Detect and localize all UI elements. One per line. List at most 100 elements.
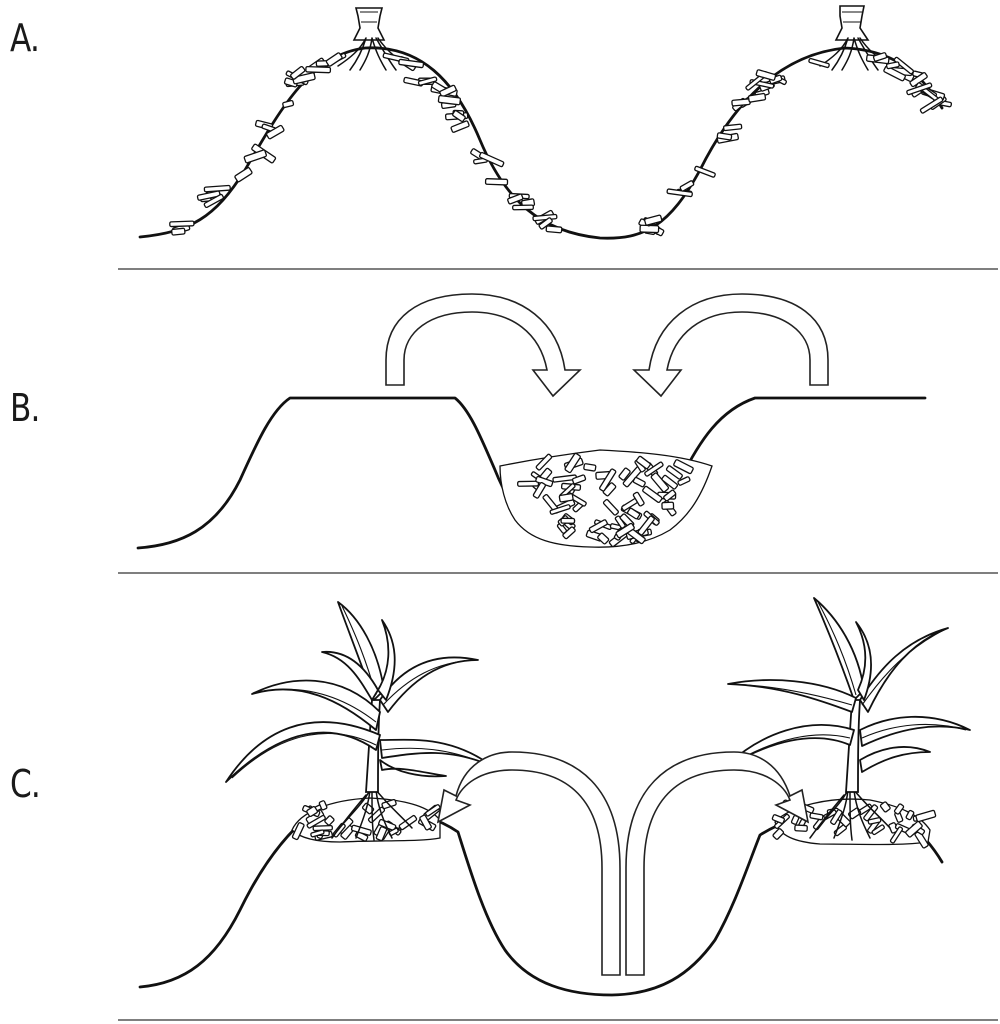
plant-roots-right	[809, 789, 891, 841]
mulch-chip	[772, 828, 785, 840]
mulch-chip	[905, 809, 915, 821]
mulch-chip	[893, 56, 915, 75]
mulch-chip	[437, 94, 462, 106]
mulch-chips-a	[169, 52, 953, 237]
mulch-chip	[243, 149, 267, 164]
arrow-right-out-of-trench	[625, 751, 810, 976]
mulch-chip	[538, 217, 553, 230]
panel-b	[136, 293, 927, 550]
mulch-chip	[716, 132, 733, 141]
plant-right	[721, 597, 971, 793]
mulch-chip	[915, 809, 937, 823]
panel-label-b: B.	[10, 386, 40, 430]
arrow-right-into-trench	[632, 293, 829, 398]
mulch-chip	[650, 472, 670, 493]
mulch-chip	[196, 190, 221, 201]
mulch-chip	[883, 65, 906, 82]
mulch-chip	[419, 814, 432, 831]
mulch-chip	[310, 829, 325, 838]
mulch-chip	[909, 72, 928, 88]
mulch-chip	[677, 476, 691, 486]
panel-label-c: C.	[10, 762, 41, 806]
mulch-chip	[292, 72, 316, 85]
mulch-chip	[602, 498, 619, 516]
mulch-chip	[450, 120, 470, 133]
mulch-chip	[830, 809, 843, 826]
mulch-chip	[661, 501, 675, 510]
mulch-chip	[809, 812, 824, 821]
mulch-chip	[771, 814, 786, 824]
mulch-chip	[171, 227, 186, 236]
mulch-chip	[417, 76, 438, 86]
mulch-chip	[545, 225, 563, 234]
mulch-chip	[863, 804, 879, 822]
mulch-chip	[324, 815, 335, 826]
mulch-chip	[632, 491, 645, 507]
mulch-chip	[905, 820, 923, 838]
plant-roots-left	[331, 789, 413, 841]
mulch-chip	[265, 124, 285, 140]
mulch-chip	[517, 480, 540, 487]
panel-a	[138, 5, 953, 240]
mulch-chip	[484, 178, 509, 186]
mulch-chip	[512, 204, 534, 211]
mulch-chip	[507, 193, 524, 205]
root-crown-left	[337, 7, 409, 71]
mulch-chip	[439, 84, 457, 98]
mulch-chip	[306, 814, 326, 829]
mulch-chip	[663, 489, 677, 502]
mulch-chip	[626, 507, 641, 520]
root-crown-right	[819, 5, 891, 71]
mulch-chip	[867, 817, 882, 825]
mulch-chip	[635, 455, 651, 470]
mulch-chip	[661, 474, 679, 490]
mulch-chip	[558, 493, 574, 503]
mulch-chip	[679, 180, 695, 192]
mulch-chip	[618, 467, 631, 481]
mulch-chip	[588, 519, 608, 534]
mulch-chip	[632, 476, 646, 488]
mulch-chips-b	[517, 452, 694, 548]
mulch-chip	[169, 220, 195, 228]
arrow-left-out-of-trench	[436, 751, 621, 976]
mulch-chip	[282, 99, 295, 109]
mulch-chip	[424, 804, 441, 817]
mulch-chip	[889, 826, 904, 844]
mulch-chip	[375, 826, 388, 842]
mulch-chip	[234, 167, 253, 183]
mulch-chip	[564, 452, 581, 474]
mulch-chip	[666, 188, 693, 198]
mulch-chip	[532, 481, 547, 499]
plant-left	[225, 601, 493, 793]
mulch-chip	[637, 515, 655, 536]
mulch-chip	[893, 803, 905, 815]
mulch-chip	[731, 98, 751, 107]
mulch-chip	[203, 193, 224, 209]
mulch-chip	[808, 57, 830, 69]
mulch-chip	[871, 824, 885, 836]
mulch-chip	[665, 465, 683, 480]
mulch-chip	[914, 830, 929, 849]
mulch-chip	[747, 92, 767, 103]
mulch-chip	[318, 800, 328, 811]
mulch-chip	[615, 522, 635, 539]
mulch-chip	[290, 65, 306, 80]
mulch-chip	[755, 69, 777, 81]
mulch-chip	[919, 96, 944, 114]
mulch-chip	[478, 151, 505, 168]
mulch-chip	[325, 52, 343, 67]
mulch-chip	[305, 65, 332, 74]
mulch-chip	[723, 123, 743, 132]
mulch-chip	[906, 82, 933, 96]
mulch-chip	[872, 52, 888, 62]
mulch-chip	[306, 805, 319, 818]
mulch-chip	[398, 58, 425, 69]
mulch-chip	[673, 459, 694, 475]
mulch-chip	[642, 485, 663, 503]
mulch-chip	[571, 474, 587, 485]
mulch-chip	[794, 824, 808, 832]
mulch-chip	[560, 517, 576, 524]
mulch-chip	[350, 824, 372, 836]
mulch-chip	[535, 453, 553, 471]
panel-c	[138, 597, 971, 997]
